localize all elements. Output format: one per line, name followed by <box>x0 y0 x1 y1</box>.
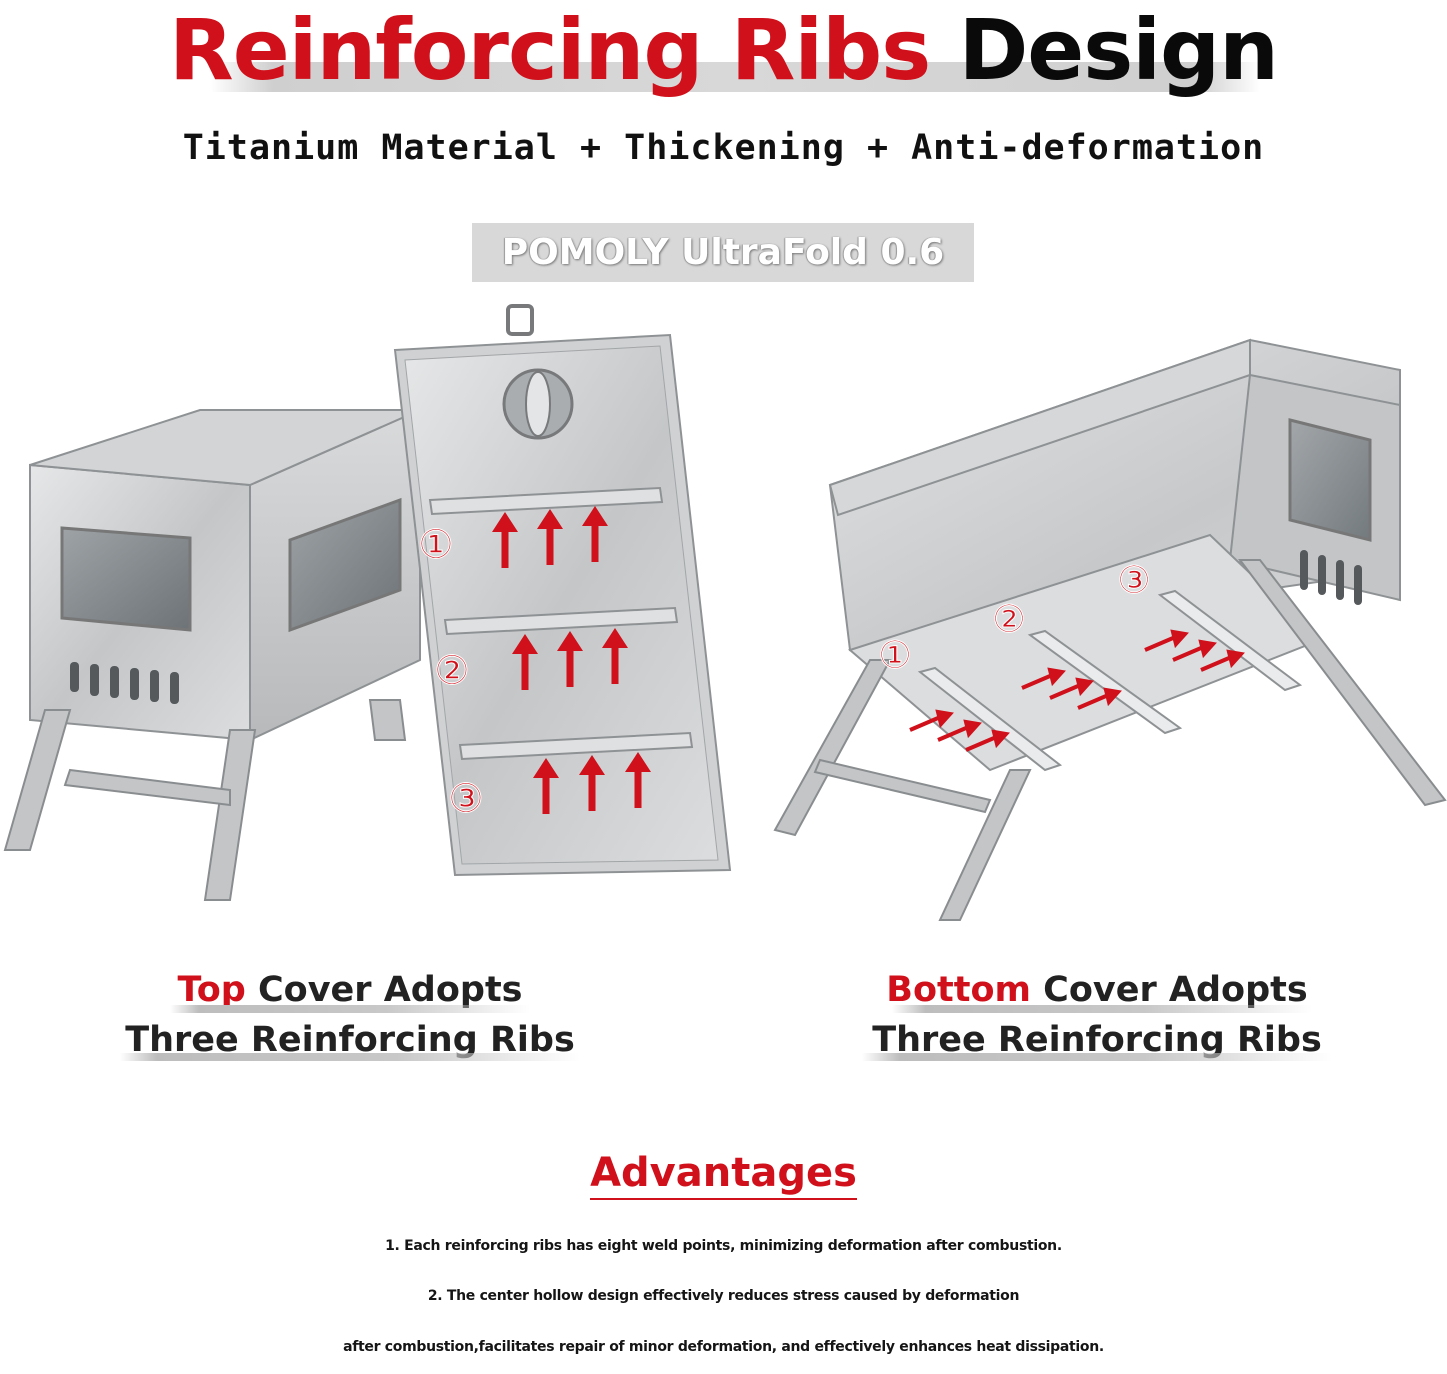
top-caption-line-1: Top Cover Adopts <box>120 965 580 1015</box>
bottom-cover-caption: Bottom Cover Adopts Three Reinforcing Ri… <box>862 965 1332 1065</box>
title-black-part: Design <box>958 1 1279 99</box>
stove-top-cover-image: ① ② ③ <box>3 304 732 901</box>
title-banner: Reinforcing Ribs Design <box>0 0 1447 110</box>
lid-marker-1: ① <box>418 522 454 568</box>
advantage-line-1: 1. Each reinforcing ribs has eight weld … <box>385 1238 1062 1254</box>
lid-marker-2: ② <box>434 648 470 694</box>
stove-legs <box>3 699 407 901</box>
stove-legs-inverted <box>773 559 1447 921</box>
bottom-caption-underline-2 <box>862 1053 1332 1061</box>
top-cover-caption: Top Cover Adopts Three Reinforcing Ribs <box>120 965 580 1065</box>
top-caption-underline-1 <box>170 1005 530 1013</box>
stove-bottom-cover-image: ① ② ③ <box>773 338 1447 921</box>
bottom-cover-panel <box>847 533 1322 772</box>
bottom-ribs <box>917 589 1303 772</box>
lid-arrows <box>492 506 651 814</box>
bottom-caption-line-1: Bottom Cover Adopts <box>862 965 1332 1015</box>
bottom-marker-1: ① <box>878 633 912 677</box>
bottom-caption-underline-1 <box>892 1005 1312 1013</box>
top-cover-panel <box>393 304 732 877</box>
bottom-arrows <box>909 629 1245 752</box>
advantages-title: Advantages <box>590 1150 857 1200</box>
top-caption-rest: Cover Adopts <box>245 970 523 1010</box>
bottom-marker-2: ② <box>992 597 1026 641</box>
title-red-part: Reinforcing Ribs <box>169 1 931 99</box>
lid-marker-3: ③ <box>448 776 484 822</box>
bottom-caption-highlight: Bottom <box>886 970 1031 1010</box>
advantage-line-2a: 2. The center hollow design effectively … <box>427 1288 1020 1304</box>
subtitle: Titanium Material + Thickening + Anti-de… <box>182 128 1265 168</box>
model-badge: POMOLY UltraFold 0.6 <box>472 223 974 282</box>
advantage-line-2b: after combustion,facilitates repair of m… <box>343 1339 1104 1355</box>
lid-ribs <box>428 486 694 761</box>
bottom-marker-3: ③ <box>1117 558 1151 602</box>
top-caption-underline-2 <box>120 1053 580 1061</box>
page-title: Reinforcing Ribs Design <box>0 2 1447 98</box>
title-brush-stroke <box>210 62 1260 92</box>
bottom-caption-rest: Cover Adopts <box>1030 970 1308 1010</box>
stove-body <box>29 408 421 742</box>
advantages-heading: Advantages <box>0 1150 1447 1200</box>
lid-markers: ① ② ③ <box>418 522 485 823</box>
bottom-markers: ① ② ③ <box>878 558 1152 678</box>
top-caption-highlight: Top <box>177 970 246 1010</box>
